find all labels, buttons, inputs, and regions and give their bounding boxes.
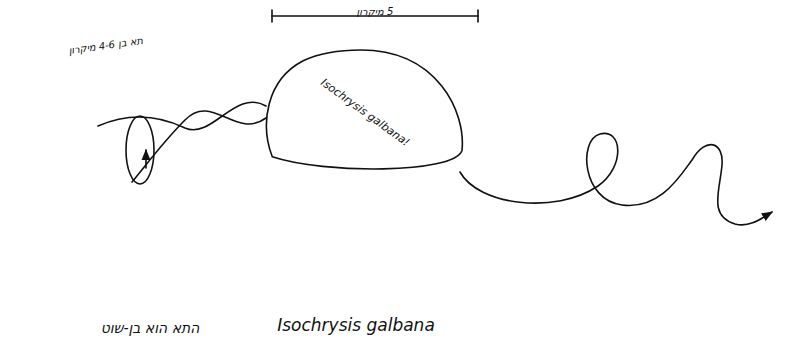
note-text: Isochrysis galbana (277, 315, 435, 335)
left-flagellum (98, 102, 266, 184)
note-text: תא בן 4-6 מיקרון (67, 35, 143, 56)
note-label: התא הוא בן-שוט (101, 318, 200, 337)
note-label: Isochrysis galbana (277, 315, 435, 335)
cell-body: Isochrysis galbana! (262, 48, 468, 176)
note-text: התא הוא בן-שוט (101, 320, 200, 336)
note-label: 5 מיקרון (357, 0, 394, 19)
note-text: 5 מיקרון (357, 6, 394, 17)
note-label: תא בן 4-6 מיקרון (67, 29, 144, 58)
cell-name: Isochrysis galbana! (318, 75, 412, 148)
right-flagellum (460, 133, 772, 225)
